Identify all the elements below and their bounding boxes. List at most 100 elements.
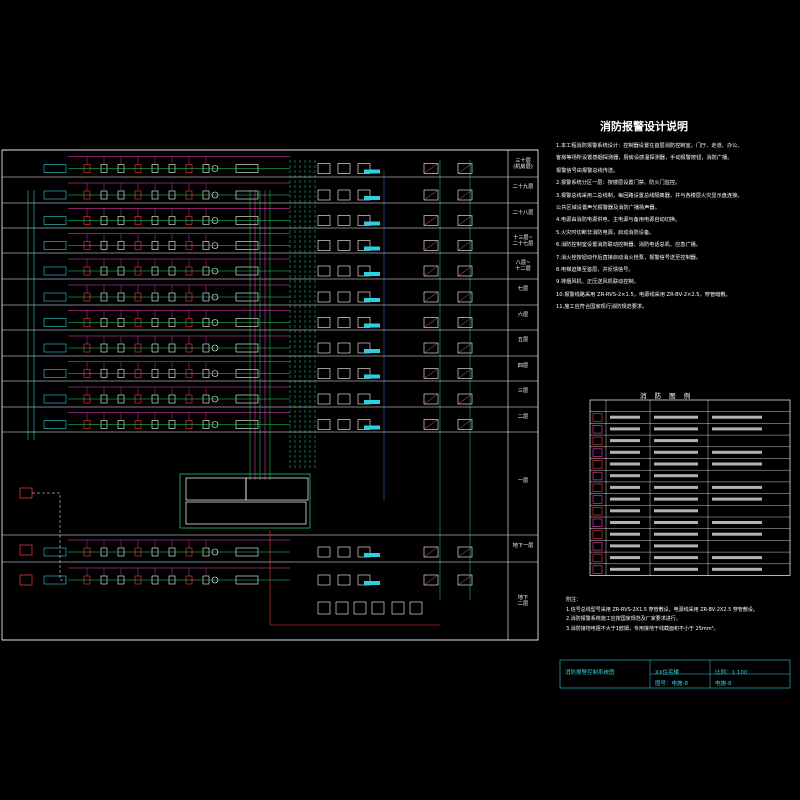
damper-diag (423, 215, 439, 226)
damper-diag (423, 163, 439, 174)
damper-symbol (457, 574, 473, 586)
legend-model-text (654, 497, 698, 501)
cyan-marker (364, 374, 380, 379)
damper-symbol (423, 163, 439, 174)
floor-label: 三层 (517, 388, 529, 394)
floor-label: 十三层~ 二十七层 (512, 234, 534, 247)
damper-symbol (457, 546, 473, 558)
legend-name-text (610, 415, 640, 419)
note-line: 3.报警总线采用二总线制，每回路设置总线隔离器，并与各楼层火灾显示盘连接。 (556, 192, 743, 199)
floor-label: 地下一层 (512, 542, 534, 549)
damper-diag (457, 189, 473, 201)
legend-symbol (592, 542, 603, 551)
module-symbol (337, 189, 351, 201)
device-symbols (19, 156, 473, 615)
cyan-marker (364, 553, 380, 557)
legend-model-text (654, 415, 698, 419)
legend-symbol (592, 530, 603, 539)
damper-symbol (457, 393, 473, 405)
legend-model-text (654, 509, 698, 513)
foot-note-line: 2.消防报警系统施工应按国家规范及厂家要求进行。 (566, 616, 681, 622)
legend-border (589, 399, 791, 576)
foot-notes: 附注： 1.信号总线型号采用 ZR-RVS-2X1.5 穿管敷设，电源线采用 Z… (566, 596, 758, 634)
damper-diag (423, 240, 439, 251)
module-symbol (317, 393, 331, 405)
display-panel-symbol (43, 164, 67, 173)
title-block-project: XX住宅楼 (655, 670, 680, 676)
foot-notes-title: 附注： (566, 597, 582, 603)
legend-symbol (592, 436, 603, 446)
damper-diag (457, 574, 473, 586)
damper-diag (457, 291, 473, 303)
legend-symbol (592, 471, 603, 481)
foot-note-line: 1.信号总线型号采用 ZR-RVS-2X1.5 穿管敷设，电源线采用 ZR-BV… (566, 606, 758, 613)
note-line: 公共区域设置声光报警器及消防广播扬声器。 (556, 205, 660, 212)
floor-label: 三十层 (机房层) (513, 157, 533, 170)
legend-model-text (654, 474, 698, 478)
control-panel (245, 477, 309, 501)
damper-symbol (457, 291, 473, 303)
title-block (559, 659, 791, 689)
note-line: 9.排烟风机、正压送风机联动控制。 (556, 279, 639, 286)
damper-symbol (423, 265, 439, 277)
display-panel-symbol (43, 394, 67, 404)
cyan-marker (364, 349, 380, 353)
note-line: 5.火灾时切断非消防电源，启动消防设备。 (556, 229, 655, 236)
title-block-no: 电施-8 (715, 681, 732, 687)
module-symbol (317, 291, 331, 303)
legend-symbol (592, 506, 603, 516)
floor-label: 二层 (517, 413, 529, 420)
damper-diag (423, 574, 439, 586)
damper-diag (457, 342, 473, 354)
legend-name-text (610, 509, 640, 513)
legend-name-text (610, 567, 640, 571)
damper-symbol (457, 265, 473, 277)
pump-symbol (409, 601, 423, 615)
legend-symbol (592, 425, 603, 434)
pump-symbol (317, 601, 331, 615)
sheet-title: 消防报警设计说明 (600, 120, 688, 133)
legend-name-text (610, 532, 640, 536)
damper-diag (423, 419, 439, 430)
control-room-boundary (179, 473, 311, 529)
damper-symbol (423, 574, 439, 586)
note-line: 2.报警系统分区一层：按楼层设置门禁、防火门监控。 (556, 180, 681, 187)
damper-diag (423, 546, 439, 558)
damper-symbol (457, 189, 473, 201)
module-symbol (337, 265, 351, 277)
note-line: 4.电源由消防电源供电，主电源与备用电源自动切换。 (556, 217, 681, 224)
module-symbol (337, 291, 351, 303)
damper-diag (457, 317, 473, 328)
module-symbol (317, 546, 331, 558)
cyan-marker (364, 196, 380, 200)
legend-name-text (610, 497, 640, 501)
display-panel-symbol (43, 241, 67, 250)
floor-label: 二十九层 (512, 184, 534, 190)
damper-diag (423, 342, 439, 354)
legend-name-text (610, 485, 640, 489)
module-symbol (317, 368, 331, 379)
legend-remark-text (712, 450, 762, 454)
display-panel-symbol (43, 343, 67, 353)
module-symbol (337, 317, 351, 328)
note-line: 7.消火栓按钮动作后直接启动消火栓泵，报警信号送至控制器。 (556, 254, 702, 261)
floor-label: 七层 (517, 286, 529, 292)
damper-symbol (457, 419, 473, 430)
display-panel-symbol (43, 190, 67, 200)
legend-title: 消 防 图 例 (640, 392, 694, 400)
damper-symbol (423, 342, 439, 354)
legend-remark-text (712, 485, 762, 489)
damper-symbol (423, 419, 439, 430)
floor-label: 六层 (517, 311, 529, 318)
control-panel (185, 477, 247, 501)
damper-diag (423, 291, 439, 303)
cyan-marker (364, 169, 380, 174)
legend-remark-text (712, 415, 762, 419)
control-panel (185, 501, 307, 525)
legend-symbol (592, 495, 603, 504)
floor-label: 四层 (517, 362, 529, 369)
cyan-marker (364, 272, 380, 276)
damper-symbol (457, 163, 473, 174)
damper-diag (457, 240, 473, 251)
